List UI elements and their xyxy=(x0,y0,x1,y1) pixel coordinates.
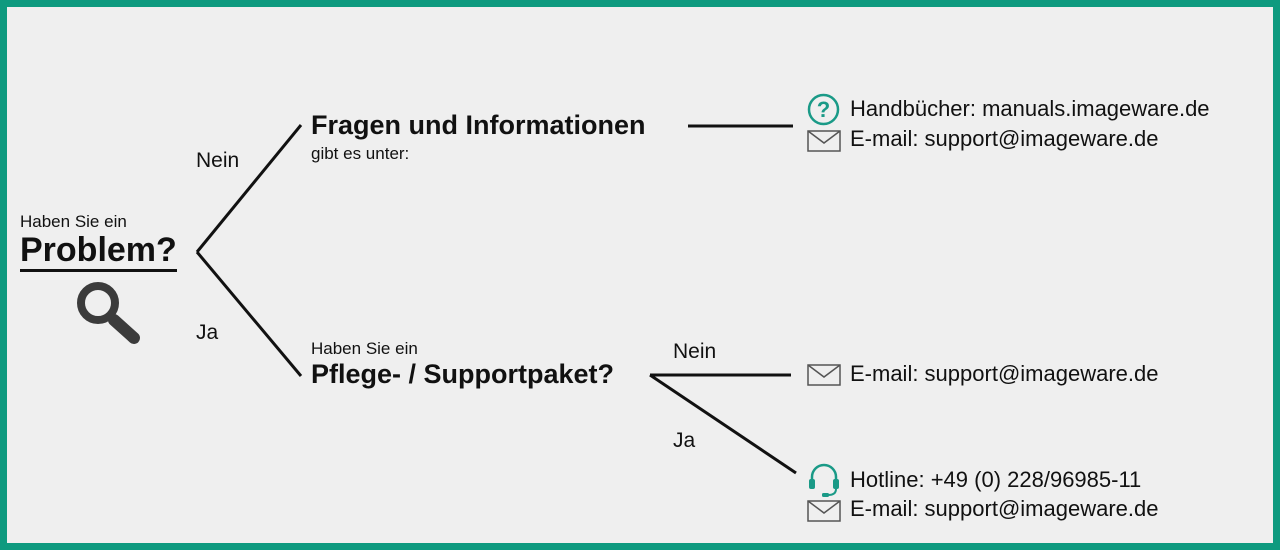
support-title: Pflege- / Supportpaket? xyxy=(311,359,615,389)
magnifier-icon xyxy=(77,282,140,344)
branch-no-label: Nein xyxy=(196,149,240,172)
support-yes-label: Ja xyxy=(673,429,696,452)
support-yes-contact-hotline: Hotline: +49 (0) 228/96985-11 xyxy=(850,467,1142,492)
headset-icon xyxy=(809,463,839,497)
info-subtitle: gibt es unter: xyxy=(311,144,410,163)
envelope-icon xyxy=(807,500,841,522)
root-title: Problem? xyxy=(20,233,177,272)
envelope-icon xyxy=(807,364,841,386)
support-yes-contact-email: E-mail: support@imageware.de xyxy=(850,496,1159,521)
svg-text:?: ? xyxy=(817,97,830,122)
branch-yes-label: Ja xyxy=(196,321,219,344)
root-pre-text: Haben Sie ein xyxy=(20,212,127,231)
envelope-icon xyxy=(807,130,841,152)
question-icon: ? xyxy=(807,93,840,126)
info-contact-email: E-mail: support@imageware.de xyxy=(850,126,1159,151)
line-root-to-no xyxy=(195,124,303,253)
support-no-label: Nein xyxy=(673,340,717,363)
info-contact-manuals: Handbücher: manuals.imageware.de xyxy=(850,96,1210,121)
info-title: Fragen und Informationen xyxy=(311,110,646,140)
line-root-to-yes xyxy=(195,251,303,377)
line-support-to-yes xyxy=(649,373,797,475)
support-no-contact-email: E-mail: support@imageware.de xyxy=(850,361,1159,386)
support-pre-text: Haben Sie ein xyxy=(311,339,418,358)
